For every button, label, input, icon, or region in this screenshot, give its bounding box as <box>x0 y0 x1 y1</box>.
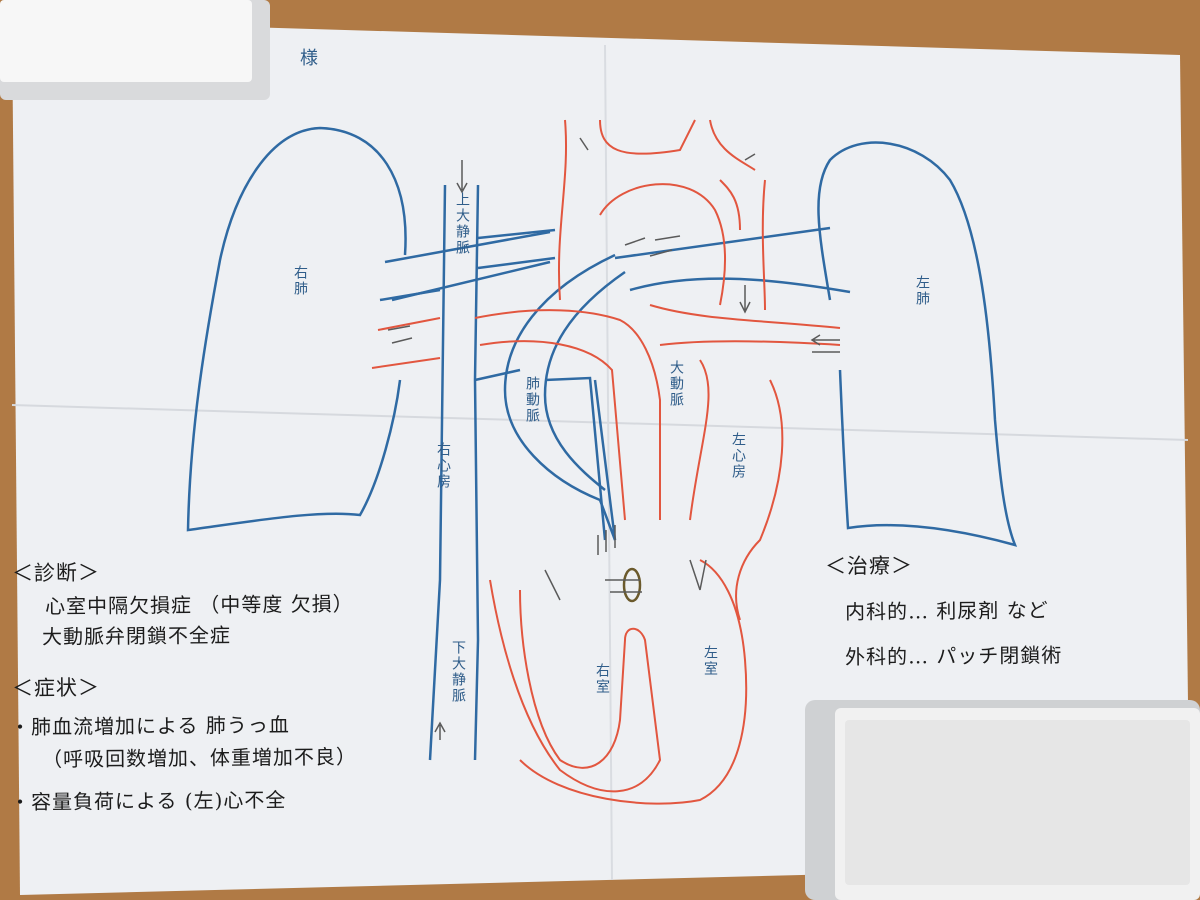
right-lung-label: 右肺 <box>292 265 308 297</box>
fold-line <box>604 44 613 881</box>
venous-vessels <box>379 184 851 761</box>
diagnosis-line: 大動脈弁閉鎖不全症 <box>41 623 232 649</box>
treatment-heading: ＜治療＞ <box>824 553 914 579</box>
arterial-vessels <box>371 119 841 805</box>
left-lung-outline <box>817 141 1018 547</box>
left-atrium-label: 左心房 <box>730 432 746 480</box>
flow-arrows <box>387 137 840 740</box>
pulmonary-artery-label: 肺動脈 <box>524 376 540 424</box>
diagnosis-line: 心室中隔欠損症 （中等度 欠損） <box>44 591 354 619</box>
treatment-line: 内科的… 利尿剤 など <box>844 598 1049 624</box>
septal-defect-marker <box>622 567 642 603</box>
inferior-vena-cava-label: 下大静脈 <box>450 640 466 704</box>
right-ventricle-label: 右室 <box>594 663 610 695</box>
symptoms-heading: ＜症状＞ <box>11 675 101 701</box>
right-atrium-label: 右心房 <box>435 442 451 490</box>
treatment-line: 外科的… パッチ閉鎖術 <box>844 643 1063 669</box>
right-lung-outline <box>186 126 407 532</box>
symptoms-line: ・肺血流増加による 肺うっ血 <box>9 712 290 740</box>
symptoms-line: ・容量負荷による (左)心不全 <box>9 787 287 815</box>
superior-vena-cava-label: 上大静脈 <box>454 192 470 256</box>
tissue-pack-bottom-inner <box>845 720 1190 885</box>
tissue-pack-top-face <box>0 0 252 82</box>
aorta-label: 大動脈 <box>668 360 684 408</box>
symptoms-line: （呼吸回数増加、体重増加不良） <box>41 744 358 772</box>
left-lung-label: 左肺 <box>914 275 930 307</box>
paper-sheet <box>12 20 1190 895</box>
left-ventricle-label: 左室 <box>702 645 718 677</box>
corner-tab-label: 様 <box>300 48 318 69</box>
diagnosis-heading: ＜診断＞ <box>11 560 101 586</box>
